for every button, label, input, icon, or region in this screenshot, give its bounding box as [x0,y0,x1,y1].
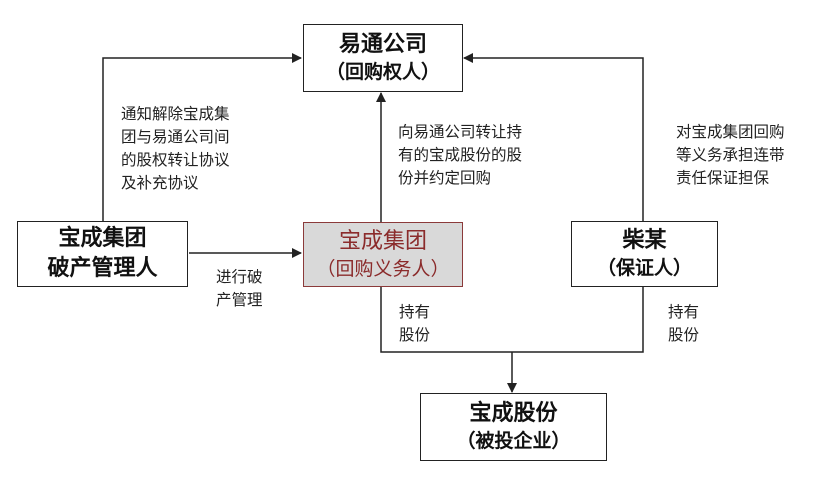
node-guarantor-chai: 柴某 （保证人） [571,221,718,287]
node-yitong: 易通公司 （回购权人） [303,24,463,92]
note-line: 股份 [668,326,700,344]
note-bankruptcy-management: 进行破 产管理 [216,266,263,312]
note-hold-shares-left: 持有 股份 [399,301,430,347]
note-line: 份并约定回购 [398,169,492,187]
note-transfer-repurchase: 向易通公司转让持 有的宝成股份的股 份并约定回购 [398,121,522,190]
note-line: 股份 [399,326,431,344]
note-line: 及补充协议 [121,174,199,192]
note-line: 的股权转让协议 [121,151,230,169]
note-line: 持有 [399,303,431,321]
note-notify-termination: 通知解除宝成集 团与易通公司间 的股权转让协议 及补充协议 [121,103,230,195]
node-shares-name: 宝成股份 [469,401,558,427]
edge-admin-to-yitong [102,53,302,224]
node-yitong-name: 易通公司 [338,32,427,58]
edge-chai-to-yitong [463,53,644,222]
node-shares-role: （被投企业） [456,430,571,453]
node-yitong-role: （回购权人） [325,61,440,84]
node-chai-name: 柴某 [622,228,667,254]
note-line: 产管理 [216,291,263,309]
node-invested-company: 宝成股份 （被投企业） [420,393,607,461]
note-line: 团与易通公司间 [121,128,230,146]
node-admin-name: 宝成集团 [58,226,147,252]
note-line: 等义务承担连带 [676,146,785,164]
note-line: 对宝成集团回购 [676,123,785,141]
node-chai-role: （保证人） [596,257,692,280]
node-repurchase-obligor: 宝成集团 （回购义务人） [303,222,463,287]
node-obligor-role: （回购义务人） [316,257,450,280]
note-line: 持有 [668,303,700,321]
node-obligor-name: 宝成集团 [338,228,427,254]
note-line: 向易通公司转让持 [398,123,523,141]
note-line: 有的宝成股份的股 [398,146,523,164]
note-line: 责任保证担保 [676,169,770,187]
note-line: 进行破 [216,268,263,286]
node-admin-role: 破产管理人 [47,256,158,281]
node-bankruptcy-admin: 宝成集团 破产管理人 [17,221,188,287]
note-joint-guarantee: 对宝成集团回购 等义务承担连带 责任保证担保 [676,121,785,190]
note-hold-shares-right: 持有 股份 [668,301,699,347]
note-line: 通知解除宝成集 [121,105,230,123]
